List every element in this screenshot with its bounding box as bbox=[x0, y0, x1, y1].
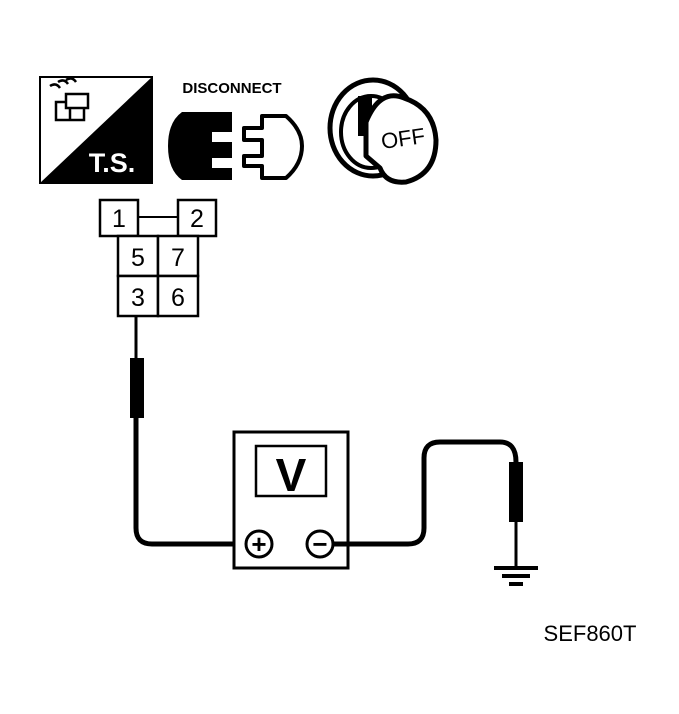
ignition-off-label: OFF bbox=[379, 123, 426, 154]
disconnect-label: DISCONNECT bbox=[182, 80, 281, 97]
ground-icon bbox=[494, 566, 538, 586]
positive-terminal-icon bbox=[244, 529, 274, 559]
terminal-2: 2 bbox=[190, 205, 204, 233]
negative-terminal-label: − bbox=[312, 529, 327, 559]
ignition-key-icon: OFF bbox=[327, 77, 439, 185]
negative-probe-lead bbox=[334, 439, 523, 566]
positive-probe-icon bbox=[130, 358, 144, 418]
voltmeter-display bbox=[254, 444, 328, 498]
voltmeter-symbol: V bbox=[276, 449, 307, 501]
disconnect-icon: DISCONNECT bbox=[168, 80, 304, 180]
positive-terminal-label: + bbox=[251, 529, 266, 559]
negative-probe-icon bbox=[509, 462, 523, 522]
terminal-3: 3 bbox=[131, 284, 145, 312]
voltmeter: V + − bbox=[232, 430, 350, 570]
connector-terminal-block: 1 2 5 7 3 6 bbox=[98, 198, 218, 318]
terminal-5: 5 bbox=[131, 244, 145, 272]
terminal-7: 7 bbox=[171, 244, 185, 272]
figure-id: SEF860T bbox=[544, 621, 637, 646]
test-symbol-label: T.S. bbox=[89, 148, 136, 178]
connector-female-icon bbox=[168, 112, 232, 180]
positive-probe-lead bbox=[130, 316, 244, 547]
connector-male-icon bbox=[242, 114, 304, 180]
terminal-6: 6 bbox=[171, 284, 185, 312]
negative-terminal-icon bbox=[305, 529, 335, 559]
test-symbol-icon: T.S. bbox=[39, 76, 153, 184]
terminal-1: 1 bbox=[112, 205, 126, 233]
